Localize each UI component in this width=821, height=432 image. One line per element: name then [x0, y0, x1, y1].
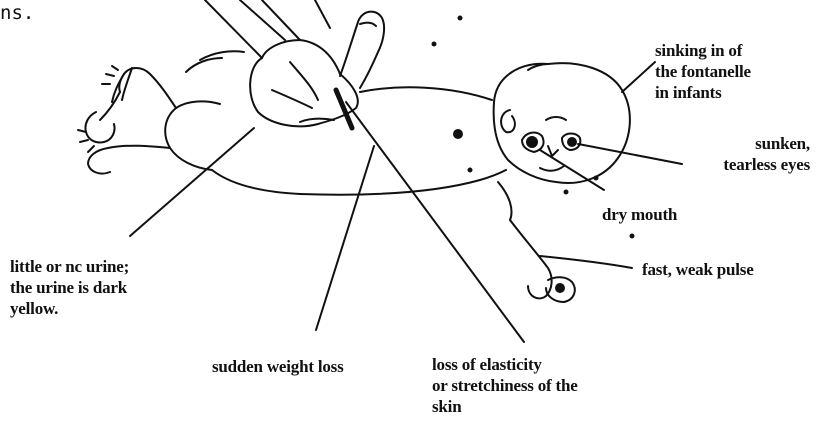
infant-foot-lower — [85, 112, 114, 143]
examiner-arm-right — [262, 0, 300, 40]
leader-eyes — [578, 144, 682, 164]
examiner-arm-inner — [240, 0, 285, 40]
label-fontanelle: sinking in of the fontanelle in infants — [655, 40, 751, 103]
label-eyes: sunken, tearless eyes — [674, 133, 810, 175]
examiner-hand — [250, 40, 358, 126]
infant-lower-leg — [88, 146, 170, 174]
label-urine: little or nc urine; the urine is dark ye… — [10, 256, 129, 319]
label-weight: sudden weight loss — [212, 356, 344, 377]
label-skin: loss of elasticity or stretchiness of th… — [432, 354, 578, 417]
leader-pulse — [540, 256, 632, 268]
infant-foot-upper — [112, 68, 132, 102]
infant-lower-arm — [510, 220, 552, 298]
label-mouth: dry mouth — [602, 204, 677, 225]
infant-upper-leg — [119, 68, 176, 108]
leader-fontanelle — [622, 62, 655, 92]
infant-hip — [165, 101, 220, 170]
infant-torso — [360, 87, 492, 100]
examiner-arm-far — [315, 0, 330, 28]
label-pulse: fast, weak pulse — [642, 259, 754, 280]
leader-weight — [316, 146, 374, 330]
examiner-arm-left — [205, 0, 262, 58]
